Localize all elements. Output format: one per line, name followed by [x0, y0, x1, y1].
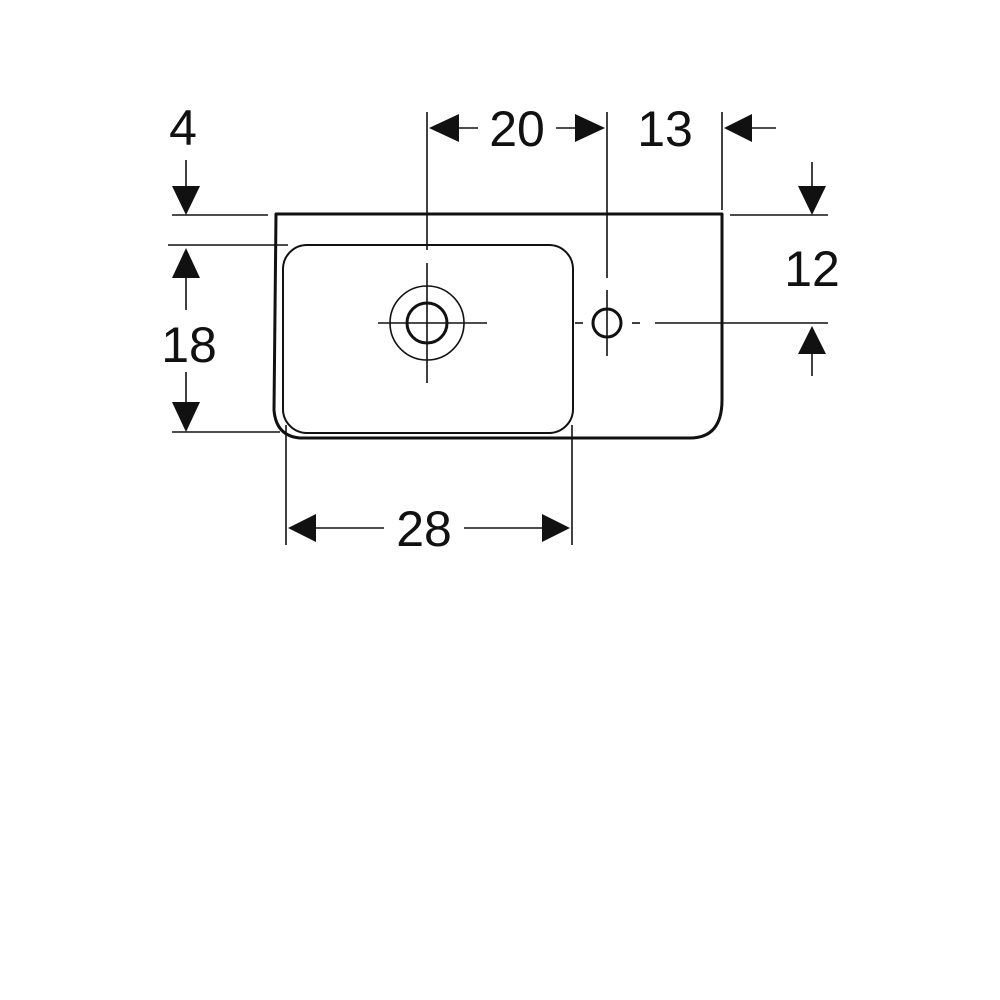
dimension-tap-hole-depth: 12 [784, 162, 840, 376]
dimension-label-rim-depth: 4 [169, 100, 197, 156]
dimension-bowl-depth: 18 [161, 248, 217, 432]
dimension-label-tap-hole-offset: 20 [489, 101, 545, 157]
basin-inner-bowl [282, 244, 574, 434]
dimension-label-side-offset: 13 [637, 101, 693, 157]
drain-hole [378, 263, 487, 383]
dimension-bowl-width: 28 [288, 501, 570, 557]
dimension-label-tap-hole-depth: 12 [784, 241, 840, 297]
dimension-rim-depth: 4 [169, 100, 200, 215]
dimension-label-bowl-width: 28 [396, 501, 452, 557]
tap-hole [575, 290, 640, 356]
extension-lines [168, 112, 828, 545]
dimension-side-offset: 13 [637, 101, 776, 157]
dimension-label-bowl-depth: 18 [161, 317, 217, 373]
dimension-tap-hole-offset: 20 [429, 101, 605, 157]
basin-outer-outline [272, 212, 724, 440]
